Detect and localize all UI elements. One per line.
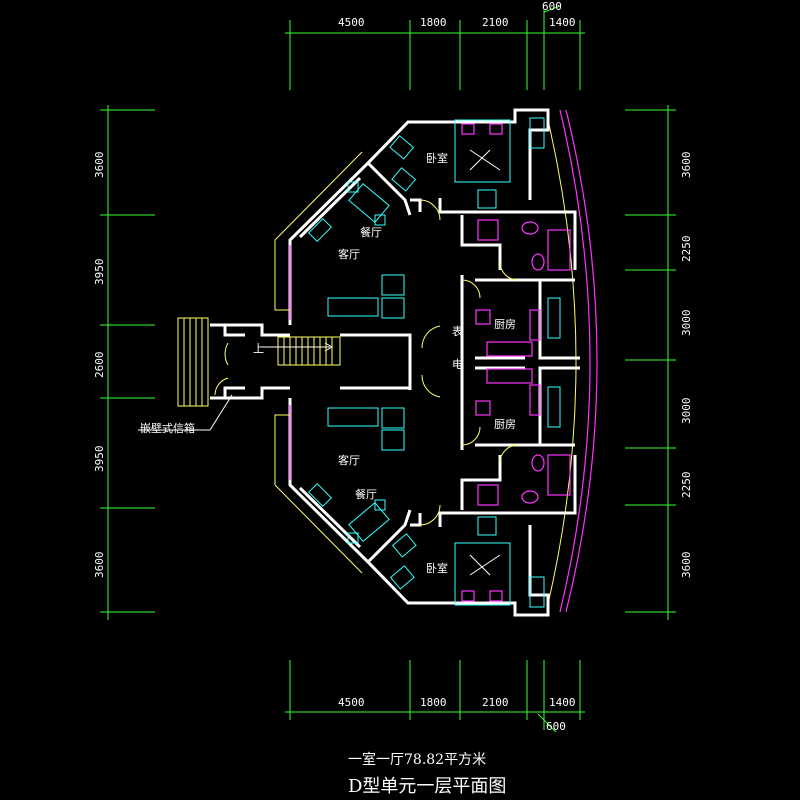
lower-kitchen-fixtures xyxy=(475,368,561,428)
left-dim-2: 3950 xyxy=(93,259,106,286)
lower-kitchen-label: 厨房 xyxy=(494,418,516,431)
bottom-dim-2: 1800 xyxy=(420,696,447,709)
upper-bathroom-fixtures xyxy=(477,117,571,271)
right-dim-2: 2250 xyxy=(680,236,693,263)
left-dim-4: 3950 xyxy=(93,446,106,473)
mailbox-label: 嵌壁式信箱 xyxy=(140,421,195,435)
curved-balcony xyxy=(547,109,598,613)
lower-sofa-icon xyxy=(327,407,405,451)
lower-dining-set-icon xyxy=(347,499,390,544)
top-dim-3: 2100 xyxy=(482,16,509,29)
upper-kitchen-fixtures xyxy=(475,297,561,357)
lower-bathroom-fixtures xyxy=(477,454,571,608)
right-dim-1: 3600 xyxy=(680,152,693,179)
drawing-title: D型单元一层平面图 xyxy=(348,776,506,797)
left-dim-3: 2600 xyxy=(93,352,106,379)
bottom-dimension-chain: 4500 1800 2100 1400 600 xyxy=(285,660,585,733)
lower-living-label: 客厅 xyxy=(338,453,360,467)
right-dim-5: 2250 xyxy=(680,472,693,499)
left-dimension-chain: 3600 3950 2600 3950 3600 xyxy=(93,105,155,620)
top-dim-1: 4500 xyxy=(338,16,365,29)
top-dim-5: 1400 xyxy=(549,16,576,29)
upper-armchair-icons xyxy=(389,135,417,192)
lower-dining-label: 餐厅 xyxy=(355,487,377,501)
stair-flight xyxy=(262,333,412,390)
left-dim-1: 3600 xyxy=(93,152,106,179)
right-dim-6: 3600 xyxy=(680,552,693,579)
upper-dining-set-icon xyxy=(347,181,390,226)
upper-living-label: 客厅 xyxy=(338,247,360,261)
mid-meter-label: 电 xyxy=(452,358,463,371)
upper-sofa-icon xyxy=(327,274,405,319)
upper-tv-stand-icon xyxy=(307,217,333,243)
stair-up-label: 上 xyxy=(253,342,264,355)
bottom-dim-3: 2100 xyxy=(482,696,509,709)
area-caption: 一室一厅78.82平方米 xyxy=(348,751,486,768)
lower-armchair-icons xyxy=(389,533,417,590)
lower-bedroom-label: 卧室 xyxy=(426,561,448,575)
lower-bed-icon xyxy=(454,542,511,606)
bottom-dim-4: 1400 xyxy=(549,696,576,709)
left-dim-5: 3600 xyxy=(93,552,106,579)
right-dim-3: 3000 xyxy=(680,310,693,337)
right-dim-4: 3000 xyxy=(680,398,693,425)
upper-dining-label: 餐厅 xyxy=(360,225,382,239)
top-dim-4: 600 xyxy=(542,0,562,13)
upper-kitchen-label: 厨房 xyxy=(494,318,516,331)
top-dim-2: 1800 xyxy=(420,16,447,29)
upper-bed-icon xyxy=(454,119,511,183)
bottom-dim-5: 600 xyxy=(546,720,566,733)
upper-meter-label: 表 xyxy=(452,324,463,338)
stairwell: 上 嵌壁式信箱 xyxy=(138,317,441,435)
top-dimension-chain: 4500 1800 2100 600 1400 xyxy=(285,0,585,90)
right-dimension-chain: 3600 2250 3000 3000 2250 3600 xyxy=(625,105,693,620)
bottom-dim-1: 4500 xyxy=(338,696,365,709)
lower-unit: 卧室 餐厅 客厅 厨房 xyxy=(274,366,580,617)
lower-tv-stand-icon xyxy=(307,482,333,508)
upper-bedroom-label: 卧室 xyxy=(426,151,448,165)
upper-unit: 卧室 餐厅 客厅 厨房 表 电 xyxy=(274,108,580,400)
